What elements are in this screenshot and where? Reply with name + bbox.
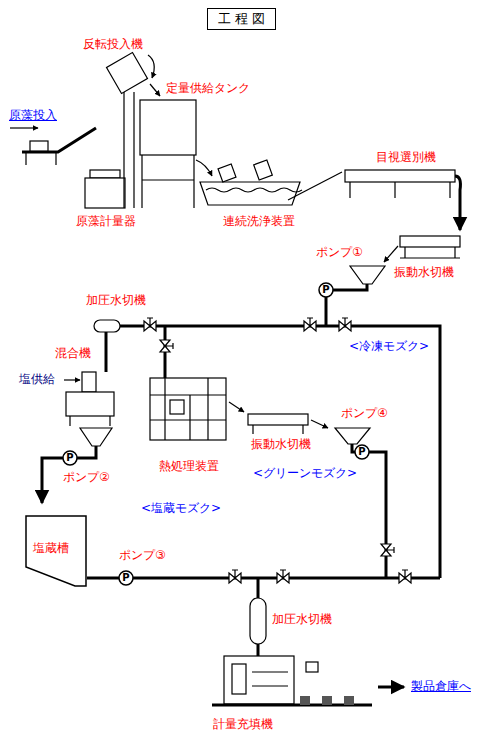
product-line-label: <グリーンモズク>: [252, 466, 358, 480]
pump-label: ポンプ②: [62, 470, 111, 484]
storage-tank: 塩蔵槽: [25, 515, 87, 587]
equipment-label: 反転投入機: [82, 37, 144, 51]
equipment-label: 熱処理装置: [158, 459, 220, 473]
product-line-label: <塩蔵モズク>: [140, 501, 222, 515]
pump-symbol-letter: P: [122, 572, 129, 584]
pump-label: ポンプ④: [340, 406, 389, 420]
diagram-title: 工 程 図: [207, 8, 276, 30]
equipment-label: 振動水切機: [250, 437, 312, 451]
pump-label: ポンプ①: [315, 245, 364, 259]
equipment-label: 加圧水切機: [85, 293, 147, 307]
equipment-label: 連続洗浄装置: [222, 214, 296, 228]
pump-symbol-letter: P: [66, 452, 73, 464]
pump-symbol-letter: P: [322, 284, 329, 296]
input-label: 原藻投入: [8, 108, 58, 122]
equipment-label: 計量充填機: [212, 717, 274, 731]
output-label: 製品倉庫へ: [410, 679, 472, 693]
product-line-label: <冷凍モズク>: [348, 339, 430, 353]
equipment-label: 定量供給タンク: [165, 81, 251, 95]
equipment-label: 加圧水切機: [271, 612, 333, 626]
input-label: 塩供給: [18, 372, 56, 386]
equipment-label: 目視選別機: [375, 150, 437, 164]
equipment-label: 混合機: [54, 346, 92, 360]
pump-label: ポンプ③: [118, 548, 167, 562]
equipment-label: 振動水切機: [393, 265, 455, 279]
pump-symbol-letter: P: [358, 446, 365, 458]
node-label: 塩蔵槽: [33, 541, 69, 555]
equipment-label: 原藻計量器: [75, 214, 137, 228]
